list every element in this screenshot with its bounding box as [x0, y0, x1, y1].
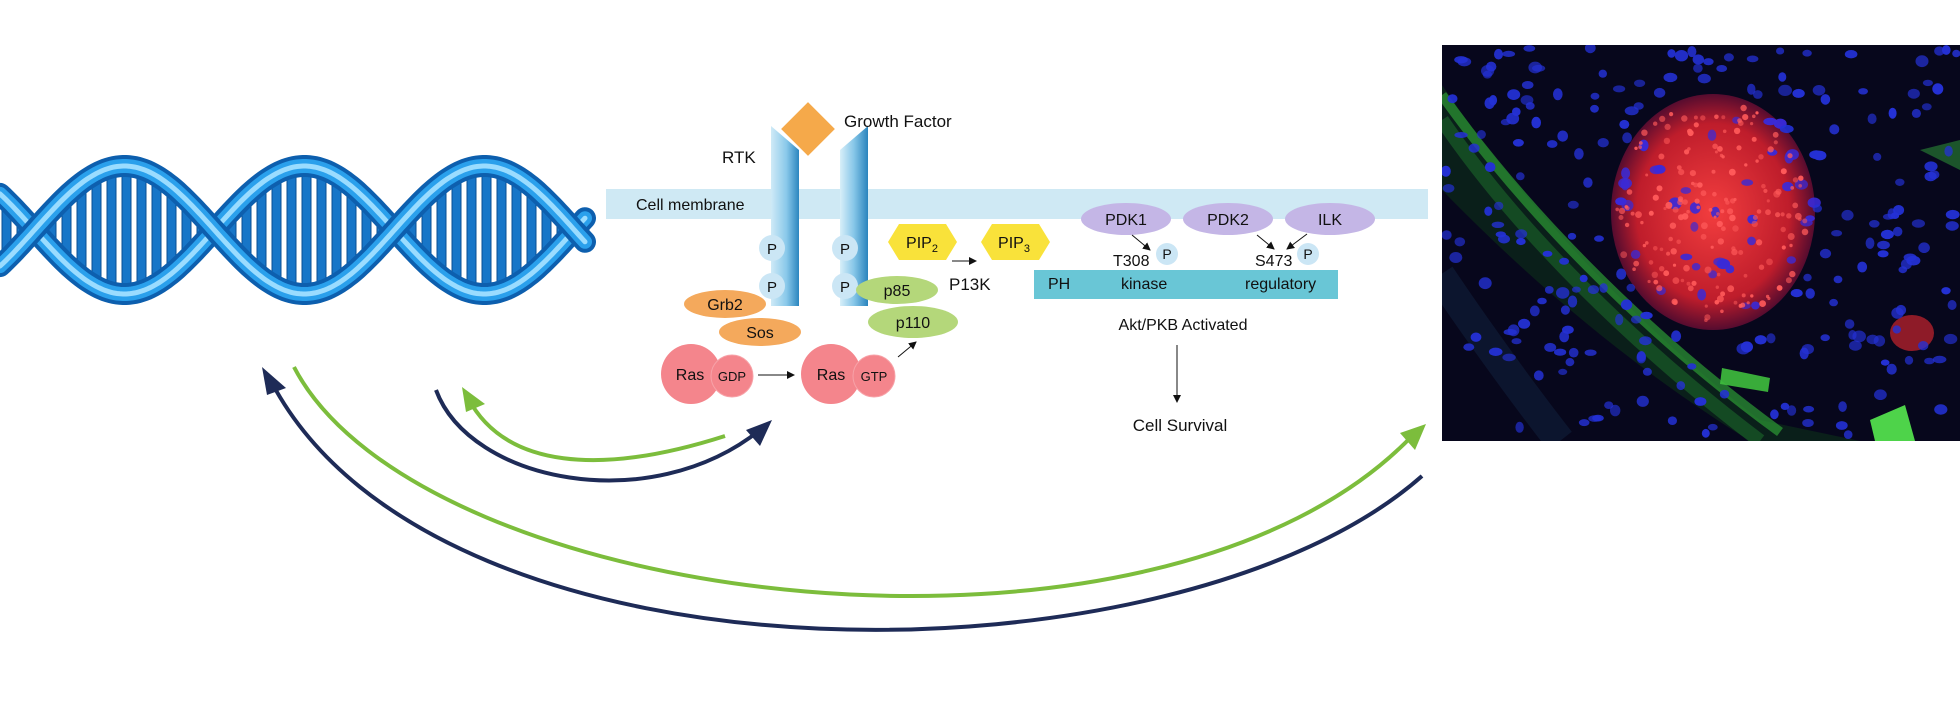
ras-to-p110-arrow	[897, 341, 917, 358]
pdk2-protein: PDK2	[1183, 203, 1273, 235]
ilk-to-s473-arrow	[1286, 233, 1308, 250]
svg-text:PDK2: PDK2	[1207, 212, 1249, 229]
grb2-protein: Grb2	[684, 290, 766, 318]
regulatory-domain-label: regulatory	[1245, 276, 1316, 293]
growth-factor-label: Growth Factor	[844, 112, 952, 131]
akt-domain-bar	[1034, 270, 1338, 299]
svg-text:PIP3: PIP3	[998, 235, 1030, 255]
large-navy-arrowhead	[262, 367, 286, 395]
t308-label: T308	[1113, 253, 1150, 270]
pdk1-protein: PDK1	[1081, 203, 1171, 235]
svg-text:Grb2: Grb2	[707, 297, 743, 314]
p85-protein: p85	[856, 276, 938, 304]
svg-text:PDK1: PDK1	[1105, 212, 1147, 229]
svg-text:GDP: GDP	[718, 369, 746, 384]
rtk-label: RTK	[722, 148, 756, 167]
svg-text:P: P	[1162, 246, 1171, 262]
phospho-group: P	[1156, 243, 1178, 265]
pip2-hexagon: PIP2	[888, 224, 957, 260]
pdk1-to-t308-arrow	[1131, 234, 1151, 251]
svg-text:P: P	[840, 241, 850, 258]
ras-gtp-complex: Ras GTP	[801, 344, 896, 404]
phospho-group: P	[759, 235, 785, 261]
cell-survival-label: Cell Survival	[1133, 416, 1227, 435]
pip3-hexagon: PIP3	[981, 224, 1050, 260]
phospho-group: P	[832, 235, 858, 261]
svg-text:P: P	[840, 279, 850, 296]
ras-gdp-complex: Ras GDP	[661, 344, 754, 404]
svg-text:p110: p110	[896, 315, 931, 332]
large-green-curve-arrow	[292, 366, 1415, 599]
sos-protein: Sos	[719, 318, 801, 346]
small-green-arrowhead	[462, 387, 485, 412]
svg-text:Ras: Ras	[817, 367, 845, 384]
fluorescence-tissue-micrograph	[1442, 45, 1960, 441]
ph-domain-label: PH	[1048, 276, 1070, 293]
svg-text:P: P	[767, 241, 777, 258]
large-green-arrowhead	[1400, 424, 1426, 450]
akt-activated-label: Akt/PKB Activated	[1119, 317, 1248, 334]
large-navy-curve-arrow	[270, 382, 1424, 632]
svg-text:P: P	[767, 279, 777, 296]
small-navy-arrowhead	[746, 420, 772, 446]
phospho-group: P	[832, 273, 858, 299]
svg-text:p85: p85	[884, 283, 911, 300]
kinase-domain-label: kinase	[1121, 276, 1167, 293]
s473-label: S473	[1255, 253, 1292, 270]
rtk-receptor	[771, 126, 868, 306]
cell-membrane-label: Cell membrane	[636, 197, 745, 214]
svg-text:PIP2: PIP2	[906, 235, 938, 255]
p13k-label: P13K	[949, 275, 991, 294]
svg-text:P: P	[1303, 246, 1312, 262]
svg-text:Ras: Ras	[676, 367, 704, 384]
pdk2-to-s473-arrow	[1256, 234, 1275, 250]
svg-text:ILK: ILK	[1318, 212, 1342, 229]
svg-text:Sos: Sos	[746, 325, 774, 342]
dna-helix-illustration	[0, 155, 596, 305]
phospho-group: P	[1297, 243, 1319, 265]
ilk-protein: ILK	[1285, 203, 1375, 235]
small-green-curve-arrow	[466, 397, 726, 463]
svg-text:GTP: GTP	[861, 369, 888, 384]
phospho-group: P	[759, 273, 785, 299]
small-navy-curve-arrow	[434, 389, 762, 483]
p110-protein: p110	[868, 306, 958, 338]
